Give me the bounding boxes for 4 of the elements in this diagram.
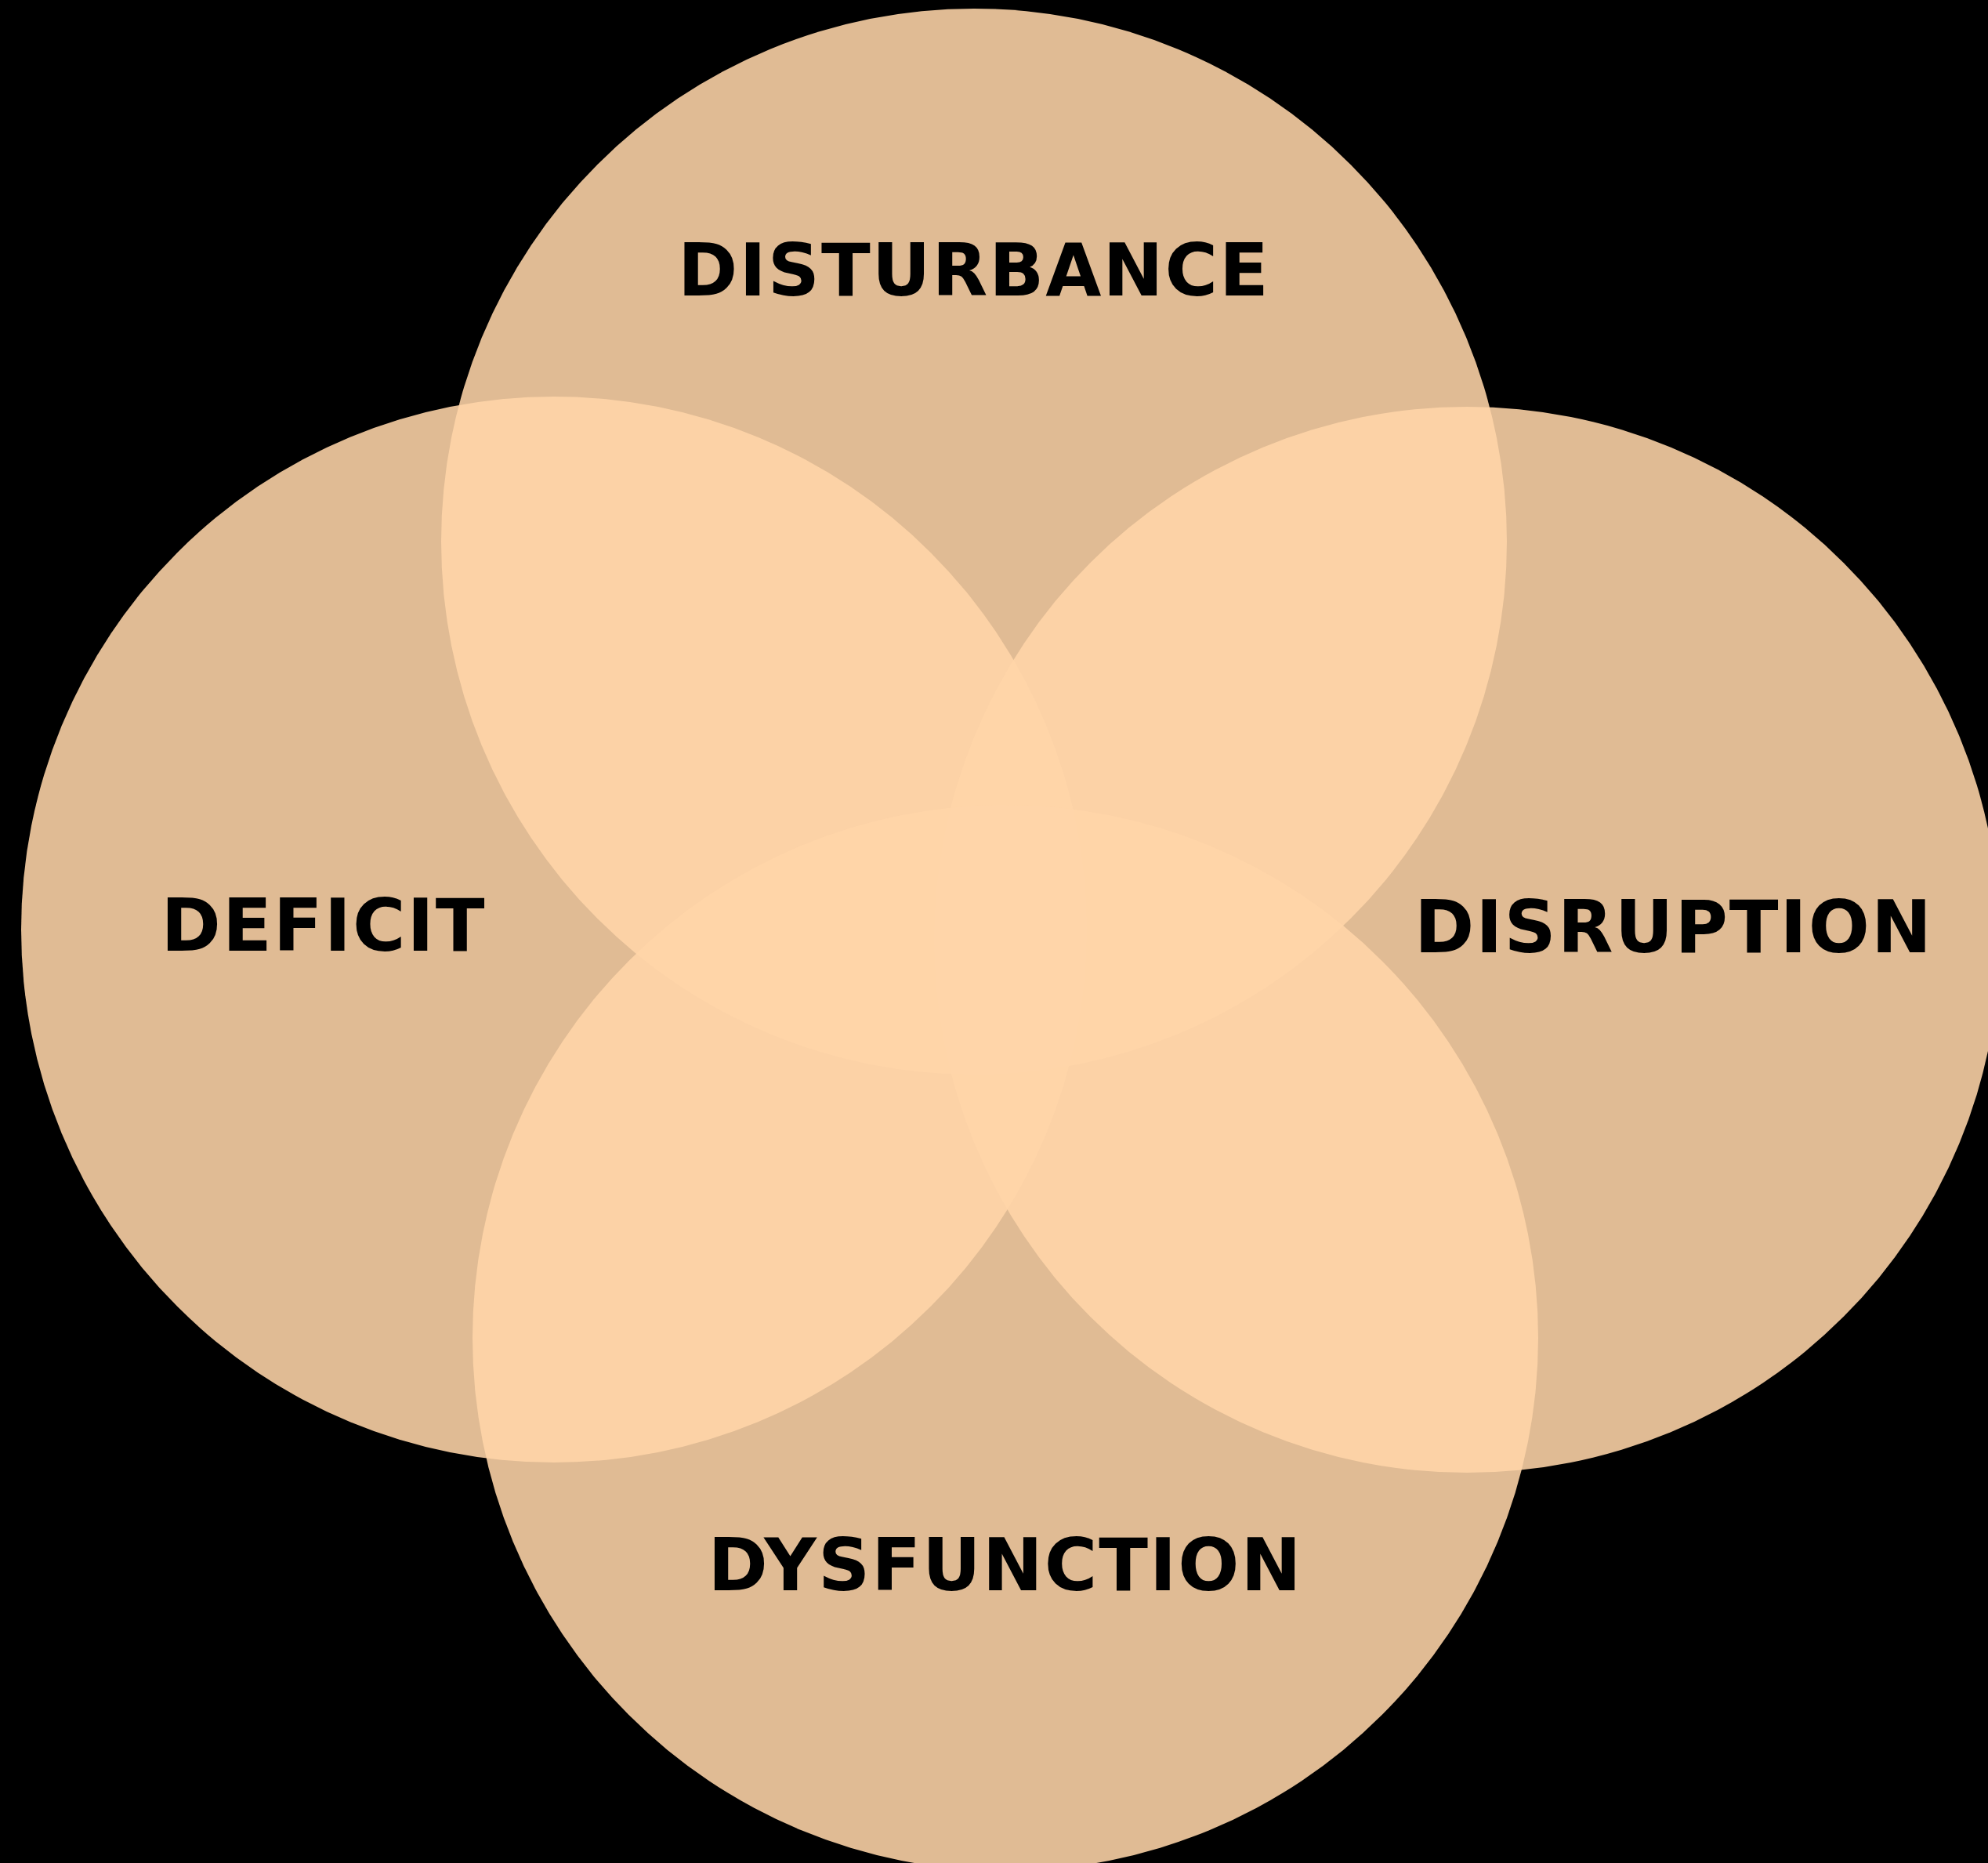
circle-label: DISRUPTION bbox=[1414, 885, 1933, 970]
circle-label: DISTURBANCE bbox=[678, 228, 1270, 313]
circle-label: DYSFUNCTION bbox=[708, 1523, 1303, 1607]
circle-label: DEFICIT bbox=[161, 883, 487, 968]
